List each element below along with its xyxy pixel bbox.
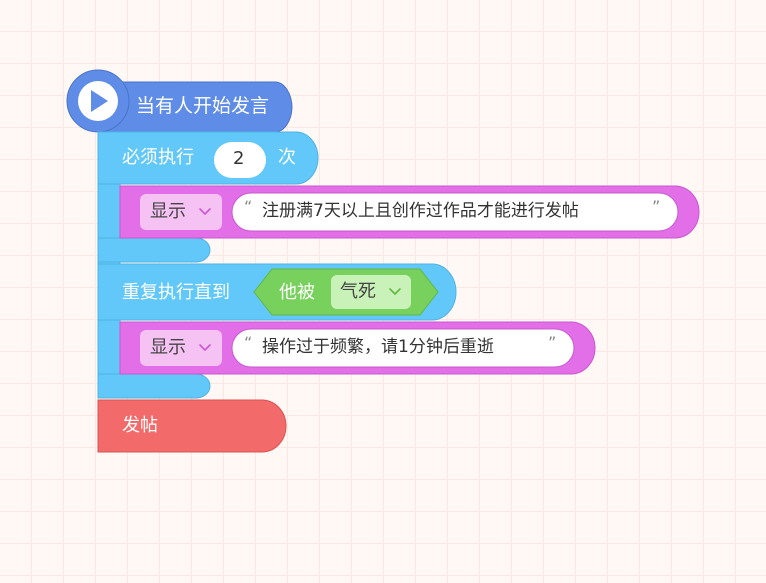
post-label: 发帖 bbox=[122, 415, 158, 436]
quote-close-1: ” bbox=[652, 197, 661, 216]
message-text-1: 注册满7天以上且创作过作品才能进行发帖 bbox=[262, 201, 579, 221]
show-dropdown-label-1: 显示 bbox=[150, 201, 186, 222]
event-hat-block[interactable] bbox=[66, 69, 293, 133]
repeat-count-value: 2 bbox=[233, 148, 245, 169]
repeat-times-block[interactable] bbox=[97, 131, 319, 263]
show-block-2[interactable] bbox=[119, 321, 596, 375]
message-text-2: 操作过于频繁，请1分钟后重逝 bbox=[262, 337, 494, 357]
chevron-down-icon bbox=[199, 344, 211, 352]
hat-label: 当有人开始发言 bbox=[136, 95, 270, 117]
condition-block[interactable] bbox=[253, 268, 439, 316]
show-dropdown-2[interactable] bbox=[140, 330, 222, 366]
condition-label: 他被 bbox=[279, 282, 315, 303]
repeat-suffix-label: 次 bbox=[278, 147, 296, 168]
post-block[interactable] bbox=[97, 399, 287, 453]
chevron-down-icon bbox=[389, 288, 401, 296]
message-input-2[interactable] bbox=[231, 328, 575, 368]
message-input-1[interactable] bbox=[231, 192, 679, 232]
repeat-until-label: 重复执行直到 bbox=[122, 282, 230, 303]
quote-open-2: “ bbox=[244, 333, 253, 352]
play-icon bbox=[78, 81, 118, 121]
show-dropdown-1[interactable] bbox=[140, 194, 222, 230]
show-block-1[interactable] bbox=[119, 185, 700, 239]
quote-close-2: ” bbox=[548, 333, 557, 352]
quote-open-1: “ bbox=[244, 197, 253, 216]
repeat-count-input[interactable] bbox=[214, 142, 266, 178]
show-dropdown-label-2: 显示 bbox=[150, 337, 186, 358]
condition-dropdown[interactable] bbox=[331, 275, 411, 309]
condition-dropdown-label: 气死 bbox=[340, 281, 376, 302]
chevron-down-icon bbox=[199, 208, 211, 216]
repeat-prefix-label: 必须执行 bbox=[122, 147, 194, 168]
